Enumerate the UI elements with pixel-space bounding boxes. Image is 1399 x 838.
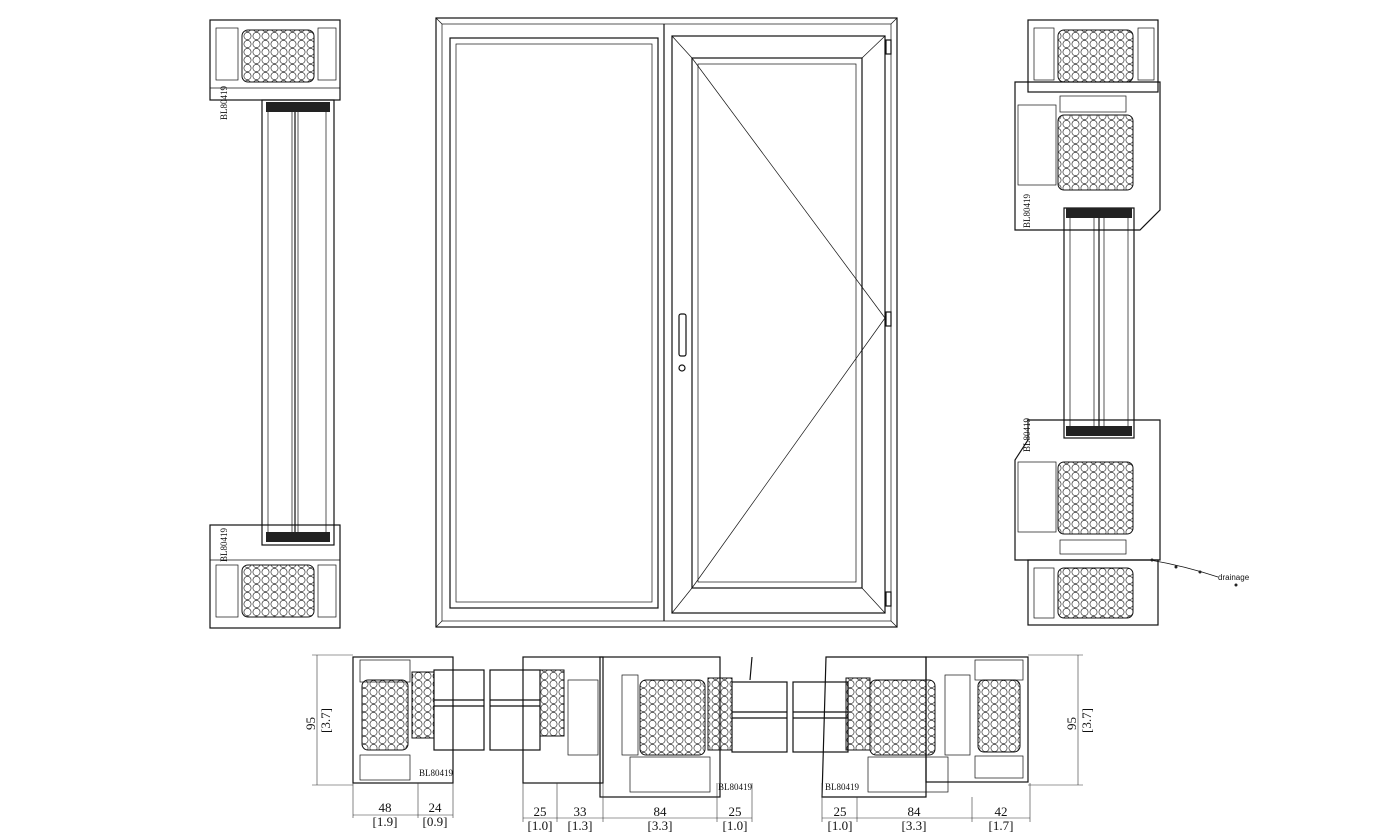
window-handle [678,313,687,357]
bottom-dimension-lines [352,783,1031,822]
dimension-inch: [1.9] [373,814,398,829]
profile-code-label: BL80419 [718,782,753,792]
dimension-mm: 33 [574,804,587,819]
dimension-mm: 25 [534,804,547,819]
height-dimension-inch: [3.7] [1079,708,1094,733]
height-dimension-inch: [3.7] [318,708,333,733]
dimension-inch: [1.0] [723,818,748,833]
horizontal-section [352,656,1029,798]
profile-code-label: BL80419 [419,768,454,778]
height-dimension-right [1028,654,1083,786]
dimension-inch: [0.9] [423,814,448,829]
dimension-inch: [3.3] [648,818,673,833]
height-dimension-mm: 95 [303,717,318,730]
dimension-inch: [1.0] [828,818,853,833]
profile-code-label: BL80419 [219,527,229,562]
dimension-mm: 48 [379,800,392,815]
right-vertical-section [1014,19,1238,626]
dimension-inch: [3.3] [902,818,927,833]
drainage-label: drainage [1218,573,1250,582]
dimension-inch: [1.7] [989,818,1014,833]
left-vertical-section [209,19,341,629]
window-elevation [435,17,898,628]
dimension-mm: 84 [654,804,668,819]
profile-code-label: BL80419 [1022,193,1032,228]
profile-code-label: BL80419 [1022,417,1032,452]
lock-cylinder-icon [678,364,686,372]
height-dimension-left [312,654,353,786]
dimension-mm: 25 [729,804,742,819]
height-dimension-mm: 95 [1064,717,1079,730]
dimension-mm: 42 [995,804,1008,819]
profile-code-label: BL80419 [825,782,860,792]
dimension-inch: [1.3] [568,818,593,833]
dimension-mm: 25 [834,804,847,819]
profile-code-label: BL80419 [219,85,229,120]
dimension-mm: 84 [908,804,922,819]
dimension-mm: 24 [429,800,443,815]
dimension-inch: [1.0] [528,818,553,833]
